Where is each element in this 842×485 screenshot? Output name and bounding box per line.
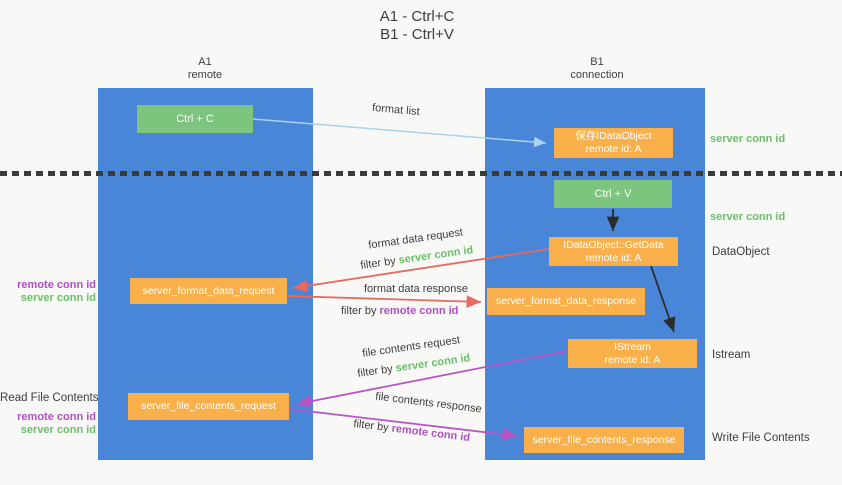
label-read-file-contents: Read File Contents — [0, 392, 99, 404]
node-file-request-label: server_file_contents_request — [141, 400, 276, 412]
label-write-file-contents: Write File Contents — [712, 432, 810, 444]
label-server-conn-id-left2: server conn id — [20, 424, 96, 436]
lane-header-a1: A1 remote — [145, 56, 265, 81]
node-ctrl-c: Ctrl + C — [137, 105, 253, 133]
server-conn-id-keyword: server conn id — [394, 352, 472, 375]
node-save-idataobject: 保存IDataObject remote id: A — [554, 128, 673, 158]
node-format-response-label: server_format_data_response — [495, 295, 637, 307]
dotted-divider-line — [0, 171, 842, 176]
node-ctrl-v-label: Ctrl + V — [594, 188, 632, 200]
left-conn-id-group-2: remote conn id server conn id — [0, 411, 96, 437]
filter-by-text: filter by — [359, 255, 397, 272]
lane-b1-subtitle: connection — [570, 68, 624, 81]
node-server-format-data-response: server_format_data_response — [487, 288, 645, 315]
node-getdata-line2: remote id: A — [585, 251, 642, 264]
node-getdata-line1: IDataObject::GetData — [563, 238, 664, 251]
filter-by-text: filter by — [341, 305, 377, 317]
node-idataobject-getdata: IDataObject::GetData remote id: A — [549, 237, 678, 266]
label-format-list: format list — [371, 101, 421, 119]
node-server-file-contents-response: server_file_contents_response — [524, 427, 684, 453]
label-remote-conn-id-left2: remote conn id — [17, 411, 96, 423]
lane-a1-name: A1 — [198, 56, 212, 68]
title-line-b1: B1 - Ctrl+V — [380, 26, 454, 43]
node-istream-line1: IStream — [614, 340, 651, 353]
node-server-format-data-request: server_format_data_request — [130, 278, 287, 304]
node-save-idataobject-line2: remote id: A — [585, 143, 642, 155]
node-ctrl-c-label: Ctrl + C — [176, 113, 214, 125]
filter-by-text: filter by — [356, 363, 394, 380]
node-ctrl-v: Ctrl + V — [554, 180, 672, 208]
node-save-idataobject-line1: 保存IDataObject — [575, 130, 652, 142]
label-filter-format-response: filter by remote conn id — [341, 305, 458, 317]
label-server-conn-id-top: server conn id — [710, 133, 786, 145]
label-file-contents-response: file contents response — [374, 390, 483, 416]
lane-b1-name: B1 — [590, 56, 604, 68]
lane-header-b1: B1 connection — [537, 56, 657, 81]
label-server-conn-id-left1: server conn id — [20, 292, 96, 304]
remote-conn-id-keyword: remote conn id — [379, 305, 459, 317]
node-file-response-label: server_file_contents_response — [532, 433, 676, 446]
label-server-conn-id-mid: server conn id — [710, 211, 786, 223]
node-server-file-contents-request: server_file_contents_request — [128, 393, 289, 420]
node-istream: IStream remote id: A — [568, 339, 697, 368]
node-format-request-label: server_format_data_request — [142, 284, 275, 297]
label-remote-conn-id-left1: remote conn id — [17, 279, 96, 291]
lane-a1-subtitle: remote — [187, 68, 223, 81]
label-istream: Istream — [712, 349, 751, 361]
filter-by-text: filter by — [352, 417, 390, 435]
label-format-data-response: format data response — [364, 283, 468, 295]
remote-conn-id-keyword: remote conn id — [390, 422, 471, 445]
label-dataobject: DataObject — [712, 246, 770, 258]
left-conn-id-group-1: remote conn id server conn id — [0, 279, 96, 305]
title-line-a1: A1 - Ctrl+C — [379, 8, 455, 25]
diagram-title: A1 - Ctrl+C B1 - Ctrl+V — [317, 8, 517, 44]
arrow-format-data-response — [286, 295, 482, 308]
server-conn-id-keyword: server conn id — [397, 244, 475, 267]
label-filter-file-response: filter by remote conn id — [353, 418, 471, 444]
node-istream-line2: remote id: A — [604, 353, 661, 366]
